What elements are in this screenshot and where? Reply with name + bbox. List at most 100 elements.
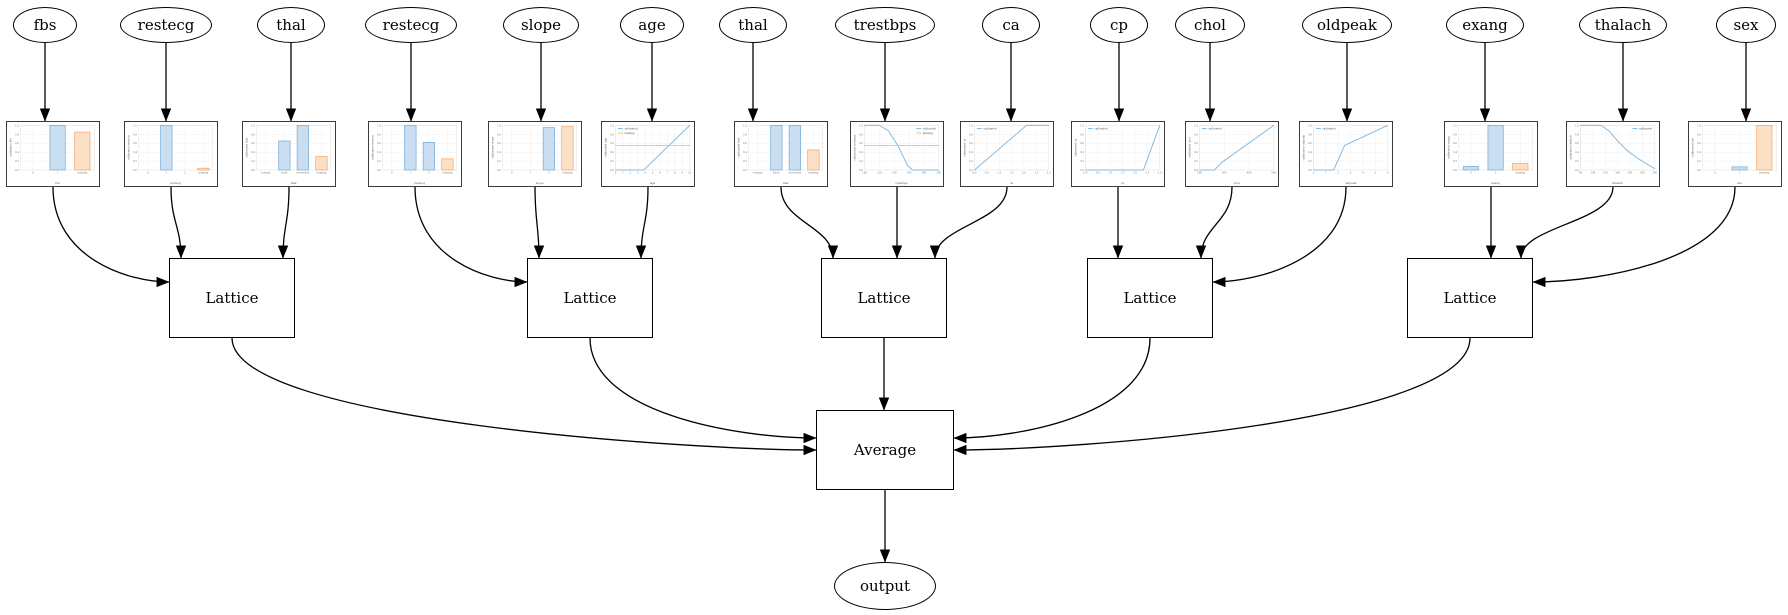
svg-text:1.0: 1.0	[969, 124, 973, 127]
svg-text:calibrated fbs: calibrated fbs	[8, 138, 12, 157]
svg-text:age: age	[650, 181, 656, 185]
svg-text:0.8: 0.8	[1080, 133, 1084, 136]
input-node-label: ca	[1002, 16, 1020, 34]
svg-text:100: 100	[1590, 171, 1595, 174]
svg-text:0.2: 0.2	[1194, 160, 1198, 163]
average-node-label: Average	[853, 441, 917, 459]
svg-text:4: 4	[1362, 171, 1364, 174]
input-node-label: trestbps	[853, 16, 917, 34]
svg-text:0.2: 0.2	[1453, 160, 1457, 163]
svg-text:fbs: fbs	[55, 181, 60, 185]
svg-text:3.0: 3.0	[1158, 171, 1162, 174]
svg-text:0.4: 0.4	[1453, 151, 1457, 154]
svg-text:1: 1	[1739, 171, 1741, 174]
svg-text:ca: ca	[1010, 181, 1014, 185]
svg-text:fixed: fixed	[773, 171, 780, 174]
svg-text:0.4: 0.4	[377, 151, 381, 154]
svg-text:calibrated thal: calibrated thal	[244, 138, 248, 158]
svg-text:0.0: 0.0	[15, 169, 19, 172]
svg-text:0.0: 0.0	[1308, 169, 1312, 172]
svg-text:0.2: 0.2	[15, 160, 19, 163]
input-node-restecg-2: restecg	[365, 7, 457, 43]
input-node-chol: chol	[1175, 7, 1245, 43]
svg-text:8: 8	[674, 171, 676, 174]
svg-text:160: 160	[1628, 171, 1633, 174]
svg-text:0.8: 0.8	[743, 133, 747, 136]
svg-text:500: 500	[1271, 171, 1276, 174]
svg-text:calibrated: calibrated	[1639, 126, 1653, 130]
svg-text:0.4: 0.4	[497, 151, 501, 154]
svg-text:7: 7	[667, 171, 669, 174]
svg-text:9: 9	[681, 171, 683, 174]
svg-text:1.0: 1.0	[133, 124, 137, 127]
svg-text:0.0: 0.0	[497, 169, 501, 172]
svg-text:1.0: 1.0	[251, 124, 255, 127]
svg-text:restecg: restecg	[414, 181, 425, 185]
svg-text:1.0: 1.0	[15, 124, 19, 127]
svg-text:1.0: 1.0	[1697, 124, 1701, 127]
svg-text:chol: chol	[1234, 181, 1240, 185]
svg-text:missing: missing	[1759, 171, 1769, 174]
input-node-thalach: thalach	[1579, 7, 1667, 43]
lattice-node-3: Lattice	[821, 258, 947, 338]
svg-text:0.6: 0.6	[15, 142, 19, 145]
svg-text:0.6: 0.6	[743, 142, 747, 145]
svg-text:0.6: 0.6	[859, 142, 863, 145]
svg-text:0.0: 0.0	[133, 169, 137, 172]
svg-text:0.6: 0.6	[497, 142, 501, 145]
input-node-sex: sex	[1716, 7, 1776, 43]
svg-text:0.4: 0.4	[133, 151, 137, 154]
svg-text:1.0: 1.0	[859, 124, 863, 127]
svg-text:0.2: 0.2	[377, 160, 381, 163]
svg-text:calibrated trestbps: calibrated trestbps	[852, 134, 856, 161]
input-node-label: fbs	[33, 16, 57, 34]
svg-text:calibrated: calibrated	[624, 126, 638, 130]
svg-text:calibrated age: calibrated age	[603, 137, 607, 157]
svg-text:0: 0	[511, 171, 513, 174]
svg-text:0: 0	[32, 171, 34, 174]
input-node-trestbps: trestbps	[835, 7, 935, 43]
input-node-oldpeak: oldpeak	[1302, 7, 1392, 43]
svg-text:1.0: 1.0	[1194, 124, 1198, 127]
svg-text:0.2: 0.2	[1697, 160, 1701, 163]
svg-text:200: 200	[936, 171, 941, 174]
lattice-node-2: Lattice	[527, 258, 653, 338]
svg-text:sex: sex	[1737, 181, 1742, 185]
input-node-label: cp	[1109, 16, 1128, 34]
svg-text:0.5: 0.5	[1096, 171, 1100, 174]
input-node-thal-1: thal	[257, 7, 325, 43]
svg-text:2: 2	[630, 171, 632, 174]
svg-text:missing: missing	[443, 171, 453, 174]
svg-text:calibrated: calibrated	[983, 126, 997, 130]
svg-text:0.4: 0.4	[251, 151, 255, 154]
svg-text:0.0: 0.0	[1084, 171, 1088, 174]
svg-text:1.0: 1.0	[377, 124, 381, 127]
svg-text:missing: missing	[1515, 171, 1525, 174]
svg-text:0.6: 0.6	[251, 142, 255, 145]
svg-text:0.4: 0.4	[1308, 151, 1312, 154]
svg-text:0.4: 0.4	[969, 151, 973, 154]
svg-text:0.6: 0.6	[133, 142, 137, 145]
svg-text:1.0: 1.0	[743, 124, 747, 127]
svg-text:calibrated cp: calibrated cp	[1073, 138, 1077, 156]
input-node-label: restecg	[382, 16, 440, 34]
svg-text:0.0: 0.0	[973, 171, 977, 174]
svg-text:calibrated: calibrated	[1322, 126, 1336, 130]
svg-text:0.2: 0.2	[859, 160, 863, 163]
svg-text:missing: missing	[77, 171, 87, 174]
svg-text:slope: slope	[536, 181, 544, 185]
svg-text:0.4: 0.4	[1080, 151, 1084, 154]
svg-text:0.2: 0.2	[743, 160, 747, 163]
svg-text:calibrated thalach: calibrated thalach	[1568, 135, 1572, 160]
svg-text:0.0: 0.0	[1575, 169, 1579, 172]
svg-text:calibrated chol: calibrated chol	[1187, 137, 1191, 158]
svg-text:calibrated oldpeak: calibrated oldpeak	[1301, 135, 1305, 161]
input-node-slope: slope	[503, 7, 579, 43]
lattice-node-5: Lattice	[1407, 258, 1533, 338]
svg-text:0.8: 0.8	[1308, 133, 1312, 136]
svg-text:2: 2	[1337, 171, 1339, 174]
svg-text:1.0: 1.0	[997, 171, 1001, 174]
